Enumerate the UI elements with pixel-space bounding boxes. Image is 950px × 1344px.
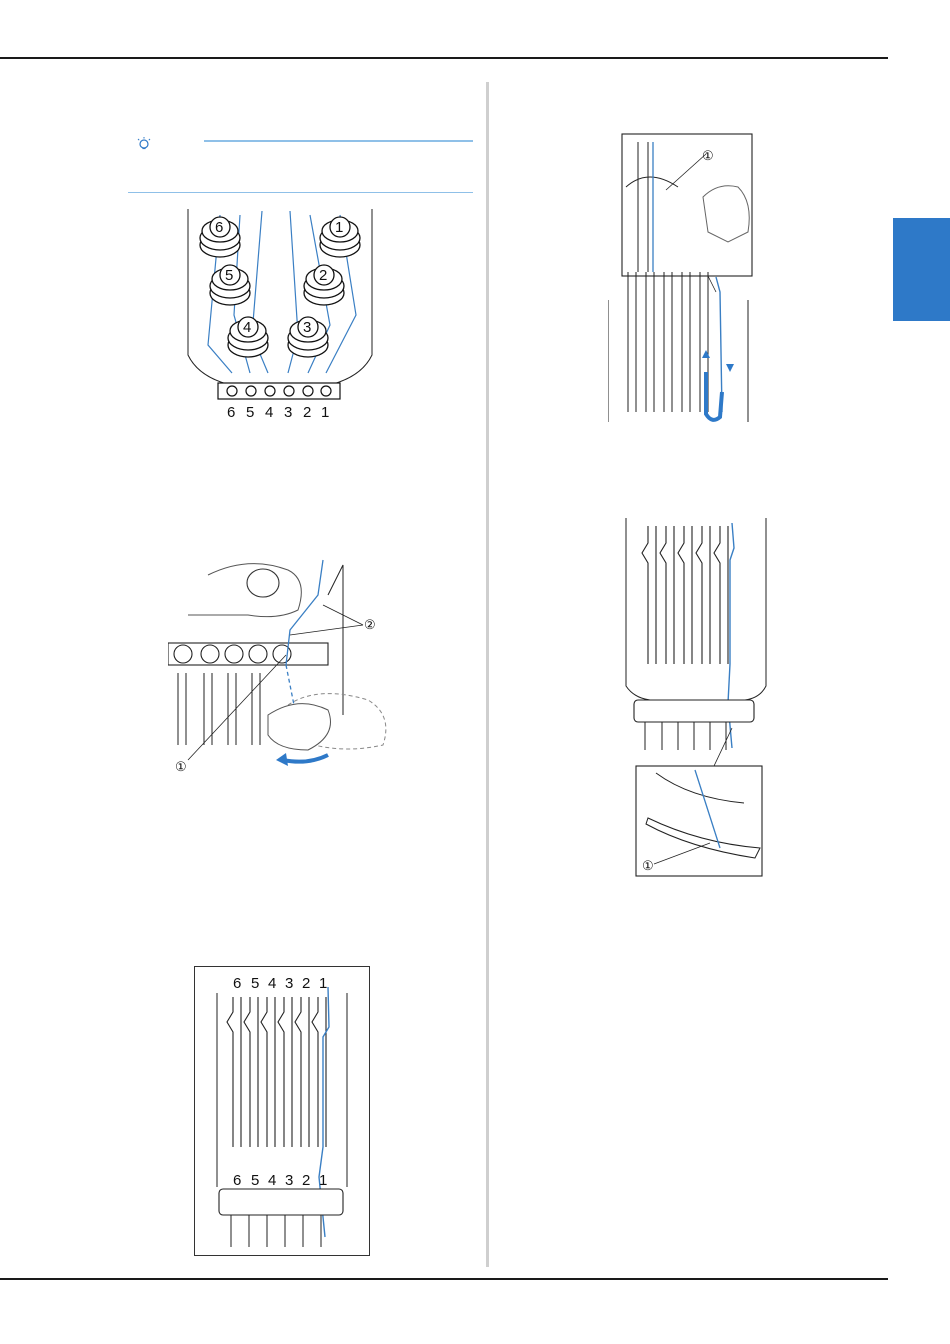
guide-number-1: 1	[321, 404, 329, 421]
needlebar-bottom-3: 3	[285, 1172, 293, 1189]
footer-rule	[0, 1278, 888, 1280]
guide-number-3: 3	[284, 404, 292, 421]
needlebar-bottom-1: 1	[319, 1172, 327, 1189]
needlebar-top-3: 3	[285, 975, 293, 992]
needlebar-top-2: 2	[302, 975, 310, 992]
needlebar-top-1: 1	[319, 975, 327, 992]
needlebar-top-6: 6	[233, 975, 241, 992]
spool-label-3: 3	[303, 319, 311, 336]
spool-label-6: 6	[215, 219, 223, 236]
needlebar-bottom-2: 2	[302, 1172, 310, 1189]
spool-label-2: 2	[319, 267, 327, 284]
needlebar-bottom-6: 6	[233, 1172, 241, 1189]
guide-number-4: 4	[265, 404, 273, 421]
needlebar-bottom-4: 4	[268, 1172, 276, 1189]
spool-label-4-text: 4	[243, 319, 251, 336]
note-header	[128, 132, 473, 196]
header-rule	[0, 57, 888, 59]
spool-label-1: 1	[335, 219, 343, 236]
needlebar-top-5: 5	[251, 975, 259, 992]
callout-2: ②	[364, 617, 376, 632]
needlebar-bottom-5: 5	[251, 1172, 259, 1189]
callout-1: ①	[175, 759, 187, 774]
chapter-tab	[893, 218, 950, 321]
spool-label-5: 5	[225, 267, 233, 284]
lightbulb-icon	[136, 136, 152, 152]
guide-number-5: 5	[246, 404, 254, 421]
figure-needle-bars: 6 5 4 3 2 1 6 5 4 3 2 1	[194, 966, 370, 1256]
figure-spool-stand: 6 5 3 4 3 2 1 6 5 4 3 2 1	[180, 205, 380, 425]
guide-number-2: 2	[303, 404, 311, 421]
note-bottom-line	[128, 192, 473, 193]
figure-hand-thread-guide: ① ②	[168, 555, 408, 775]
note-top-line	[204, 140, 473, 142]
callout-1-tension: ①	[642, 858, 654, 873]
column-divider	[486, 82, 489, 1267]
needlebar-top-4: 4	[268, 975, 276, 992]
figure-thread-guide-detail: ①	[608, 132, 758, 430]
figure-needle-bar-detail: ①	[620, 518, 768, 880]
guide-number-6: 6	[227, 404, 235, 421]
callout-1-guide: ①	[702, 148, 714, 163]
